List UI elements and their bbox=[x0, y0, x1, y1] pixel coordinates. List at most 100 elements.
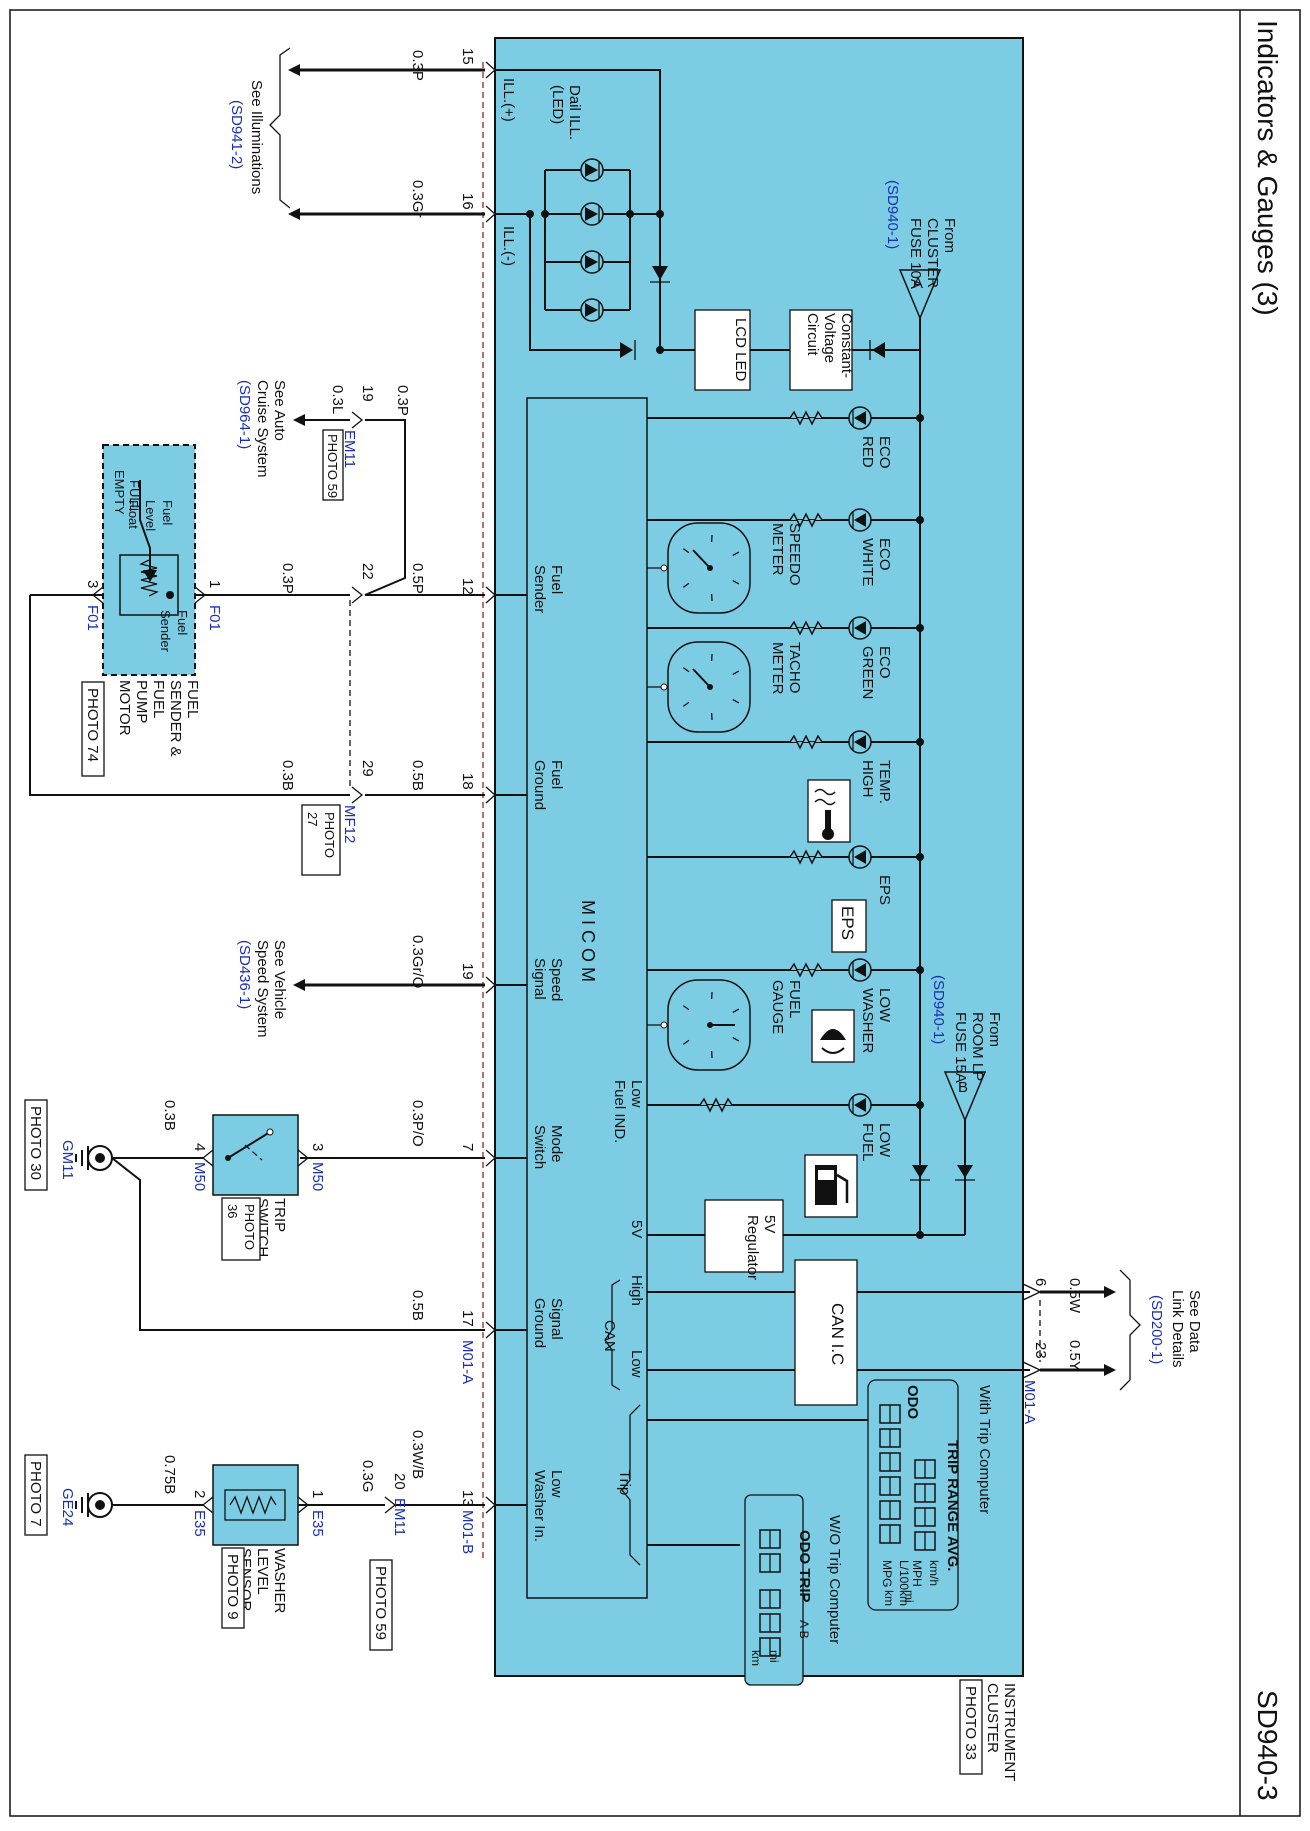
speed-ref-code: (SD436-1) bbox=[236, 940, 253, 1009]
speed-ref-text: See VehicleSpeed System bbox=[254, 940, 288, 1038]
conn-7 bbox=[486, 1150, 495, 1166]
node bbox=[166, 591, 174, 599]
pin-23: 23 bbox=[1032, 1342, 1049, 1359]
arrow-19 bbox=[293, 414, 305, 426]
wire-23-label: 0.5Y bbox=[1066, 1340, 1083, 1371]
mf12-label: MF12 bbox=[341, 805, 358, 843]
fuse-b-ref: (SD940-1) bbox=[930, 975, 947, 1044]
led-icon bbox=[581, 299, 603, 321]
lcd-led-text: LCD LED bbox=[732, 318, 749, 382]
node bbox=[526, 210, 534, 218]
arrow-16 bbox=[288, 208, 300, 220]
speed-signal-input: SpeedSignal bbox=[531, 958, 565, 1001]
led-icon bbox=[581, 203, 603, 225]
mf12-wire-b: 0.5B bbox=[409, 760, 426, 791]
ill-plus-label: ILL.(+) bbox=[500, 78, 517, 122]
f01-label-right: F01 bbox=[206, 605, 223, 631]
e35-label-right: E35 bbox=[309, 1510, 326, 1537]
ground-icon bbox=[76, 1146, 112, 1170]
em11-photo-2: PHOTO 59 bbox=[372, 1566, 389, 1640]
wire-12-label: 0.5P bbox=[409, 563, 426, 594]
conn-22 bbox=[352, 587, 362, 603]
fuse-a-ref: (SD940-1) bbox=[884, 180, 901, 249]
cluster-label: INSTRUMENTCLUSTER PHOTO 33 bbox=[960, 1680, 1018, 1781]
led-icon bbox=[581, 159, 603, 181]
page-title: Indicators & Gauges (3) bbox=[1252, 20, 1283, 316]
temp-high-icon bbox=[808, 780, 850, 842]
fuel-sender-circuit: 12 0.5P 0.3P 22 0.3P 0.3L 19 EM11 PHOTO … bbox=[30, 380, 527, 875]
cruise-ref-code: (SD964-1) bbox=[236, 380, 253, 449]
illum-brace bbox=[270, 48, 290, 208]
wire-15-label: 0.3P bbox=[409, 50, 426, 81]
node bbox=[916, 1231, 924, 1239]
e35-label-left: E35 bbox=[191, 1510, 208, 1537]
regulator-box bbox=[705, 1200, 783, 1272]
pin-19: 19 bbox=[359, 385, 376, 402]
ge24-label: GE24 bbox=[59, 1488, 76, 1526]
data-link-code: (SD200-1) bbox=[1148, 1295, 1165, 1364]
can-high-label: High bbox=[628, 1275, 645, 1306]
pin-e35-2: 2 bbox=[191, 1490, 208, 1498]
pin-15: 15 bbox=[459, 48, 476, 65]
with-trip-range: TRIP RANGE AVG. bbox=[944, 1440, 961, 1571]
conn-16 bbox=[486, 206, 495, 222]
low-washer-icon bbox=[812, 1010, 854, 1062]
indicator-label: ECORED bbox=[859, 436, 893, 469]
page-code: SD940-3 bbox=[1252, 1690, 1283, 1801]
wo-trip-label: W/O Trip Computer bbox=[826, 1515, 843, 1644]
indicator-label: LOWFUEL bbox=[859, 1123, 893, 1161]
arrow-23 bbox=[1104, 1364, 1116, 1376]
wo-trip-odo: ODO TRIP bbox=[796, 1530, 813, 1603]
pin-7: 7 bbox=[459, 1143, 476, 1151]
full-label: FULL bbox=[127, 480, 142, 512]
pin-29: 29 bbox=[359, 760, 376, 777]
washer-photo: PHOTO 9 bbox=[224, 1554, 241, 1620]
m01b-label: M01-B bbox=[459, 1510, 476, 1554]
data-link-ref: 0.5W 0.5Y 6 23 M01-A See DataLink Detail… bbox=[1021, 1270, 1203, 1424]
m01a-label: M01-A bbox=[459, 1340, 476, 1384]
speed-wire-label: 0.3Gr/O bbox=[409, 935, 426, 988]
arrow-speed bbox=[293, 979, 305, 991]
pin-13: 13 bbox=[459, 1490, 476, 1507]
cluster-name: INSTRUMENTCLUSTER bbox=[984, 1683, 1018, 1781]
illum-ref-code: (SD941-2) bbox=[228, 100, 245, 169]
pin-12: 12 bbox=[459, 578, 476, 595]
node bbox=[656, 210, 664, 218]
em11-label-2: EM11 bbox=[391, 1498, 408, 1536]
cluster-photo: PHOTO 33 bbox=[962, 1686, 979, 1760]
em11-photo: PHOTO 59 bbox=[325, 434, 340, 498]
wire-19a-label: 0.3P bbox=[394, 385, 411, 416]
washer-wire-c: 0.3W/B bbox=[409, 1430, 426, 1479]
ge24-photo: PHOTO 7 bbox=[27, 1461, 44, 1527]
node bbox=[267, 1129, 273, 1135]
washer-sensor-circuit: 0.3G 0.3W/B 20 EM11 PHOTO 59 13 M01-B 1 … bbox=[25, 1430, 527, 1650]
gauge-label: TACHOMETER bbox=[769, 642, 803, 695]
fuel-sender-name: FUELSENDER &FUELPUMPMOTOR bbox=[116, 680, 201, 757]
data-link-text: See DataLink Details bbox=[1169, 1290, 1203, 1368]
arrow-6 bbox=[1104, 1286, 1116, 1298]
fuel-sender-photo: PHOTO 74 bbox=[84, 688, 101, 762]
pin-m50-4: 4 bbox=[191, 1143, 208, 1151]
with-trip-label: With Trip Computer bbox=[976, 1385, 993, 1514]
washer-wire-a: 0.3G bbox=[359, 1460, 376, 1493]
washer-wire-b: 0.75B bbox=[161, 1455, 178, 1494]
sg-wire-label: 0.5B bbox=[409, 1290, 426, 1321]
trip-wire-a: 0.3P/O bbox=[409, 1100, 426, 1147]
with-trip-km: km bbox=[882, 1590, 896, 1606]
conn-12 bbox=[486, 587, 495, 603]
conn-29 bbox=[352, 787, 362, 803]
empty-label: EMPTY bbox=[112, 470, 127, 515]
pin-f01-3: 3 bbox=[84, 580, 101, 588]
data-link-brace bbox=[1120, 1270, 1140, 1390]
pin-m50-3: 3 bbox=[309, 1143, 326, 1151]
pin-22: 22 bbox=[359, 563, 376, 580]
pin-e35-1: 1 bbox=[309, 1490, 326, 1498]
ill-minus-label: ILL.(-) bbox=[500, 226, 517, 266]
low-fuel-icon bbox=[805, 1155, 857, 1217]
m50-label-left: M50 bbox=[191, 1162, 208, 1191]
wo-trip-km: km bbox=[749, 1650, 763, 1666]
micom-label: M I C O M bbox=[578, 900, 598, 982]
conn-15 bbox=[486, 62, 495, 78]
with-trip-mi: mi bbox=[902, 1590, 916, 1603]
